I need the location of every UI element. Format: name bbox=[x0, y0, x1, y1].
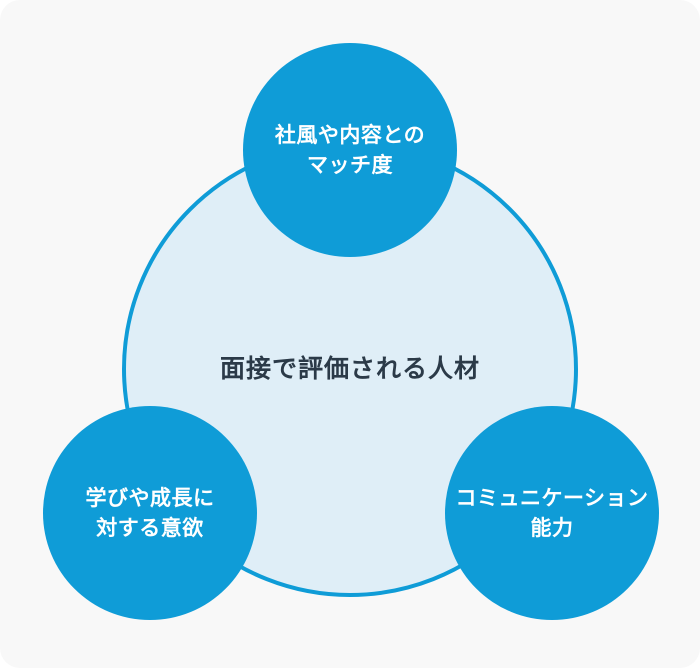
node-growth-motivation-label: 学びや成長に 対する意欲 bbox=[86, 483, 215, 544]
node-label-line2: マッチ度 bbox=[306, 153, 393, 177]
node-culture-match-label: 社風や内容との マッチ度 bbox=[275, 120, 425, 181]
node-label-line1: 学びや成長に bbox=[85, 485, 215, 510]
node-growth-motivation-circle: 学びや成長に 対する意欲 bbox=[43, 406, 257, 620]
node-label-line1: コミュニケーション bbox=[455, 485, 649, 510]
node-culture-match-circle: 社風や内容との マッチ度 bbox=[243, 43, 457, 257]
node-communication-label: コミュニケーション 能力 bbox=[455, 483, 648, 544]
node-label-line2: 能力 bbox=[530, 516, 574, 540]
node-label-line1: 社風や内容との bbox=[274, 122, 426, 147]
diagram-title: 面接で評価される人材 bbox=[219, 354, 480, 383]
node-label-line2: 対する意欲 bbox=[96, 516, 204, 540]
node-communication-circle: コミュニケーション 能力 bbox=[445, 406, 659, 620]
